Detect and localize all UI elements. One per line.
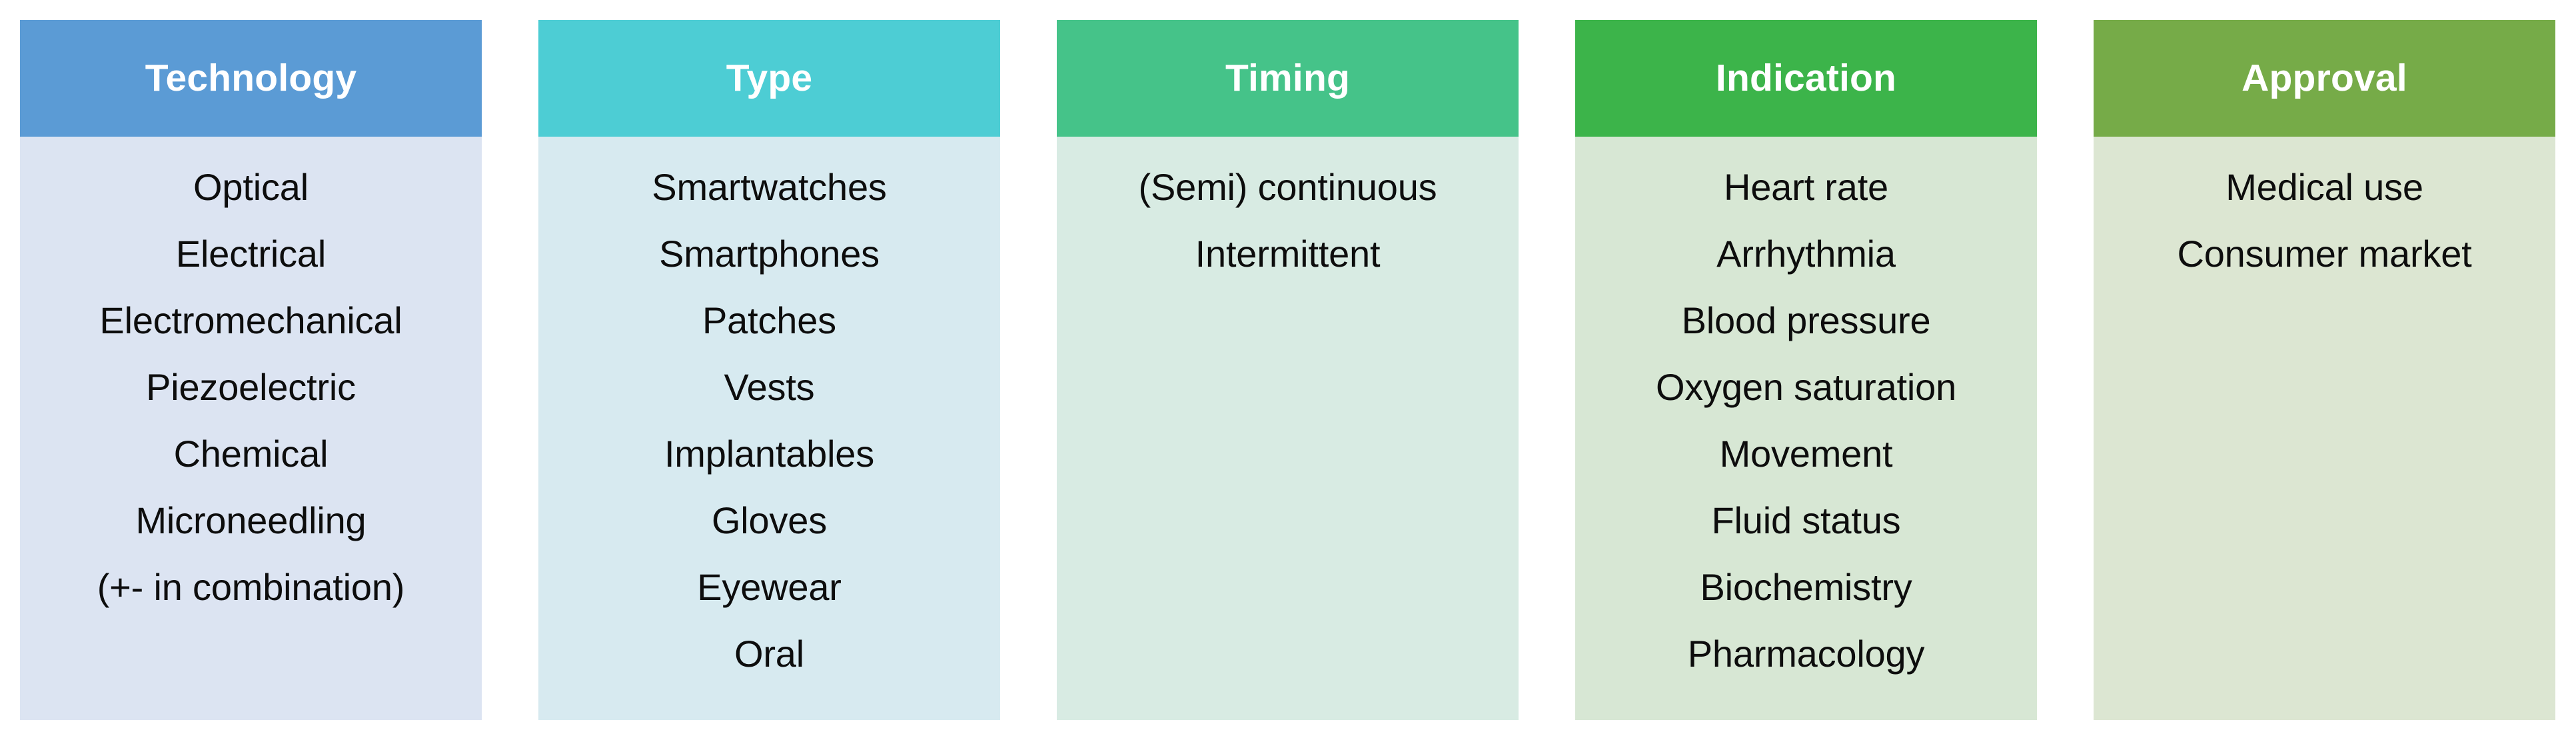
list-item: Movement xyxy=(1719,433,1893,475)
list-item: Smartwatches xyxy=(652,166,887,208)
list-item: Medical use xyxy=(2226,166,2423,208)
column-header-type: Type xyxy=(538,20,1000,137)
column-header-label: Approval xyxy=(2242,57,2407,99)
column-header-technology: Technology xyxy=(20,20,482,137)
list-item: Oxygen saturation xyxy=(1655,366,1957,408)
list-item: Piezoelectric xyxy=(146,366,356,408)
list-item: (+- in combination) xyxy=(97,566,405,608)
list-item: Electromechanical xyxy=(99,299,402,341)
column-header-timing: Timing xyxy=(1057,20,1519,137)
list-item: Optical xyxy=(193,166,309,208)
list-item: Intermittent xyxy=(1195,233,1381,275)
column-header-label: Timing xyxy=(1225,57,1350,99)
column-header-label: Indication xyxy=(1715,57,1897,99)
list-item: Fluid status xyxy=(1711,499,1901,541)
list-item: Arrhythmia xyxy=(1716,233,1896,275)
list-item: Heart rate xyxy=(1724,166,1888,208)
list-item: Smartphones xyxy=(659,233,880,275)
column-header-label: Technology xyxy=(145,57,357,99)
list-item: Chemical xyxy=(173,433,328,475)
list-item: Pharmacology xyxy=(1687,633,1925,675)
column-header-label: Type xyxy=(726,57,813,99)
column-header-approval: Approval xyxy=(2094,20,2555,137)
list-item: Eyewear xyxy=(697,566,842,608)
list-item: Microneedling xyxy=(135,499,366,541)
list-item: Blood pressure xyxy=(1681,299,1931,341)
list-item: Patches xyxy=(702,299,836,341)
list-item: (Semi) continuous xyxy=(1138,166,1437,208)
list-item: Consumer market xyxy=(2177,233,2472,275)
list-item: Vests xyxy=(724,366,815,408)
list-item: Biochemistry xyxy=(1700,566,1912,608)
list-item: Oral xyxy=(734,633,804,675)
list-item: Gloves xyxy=(711,499,828,541)
list-item: Electrical xyxy=(175,233,326,275)
list-item: Implantables xyxy=(664,433,875,475)
column-header-indication: Indication xyxy=(1575,20,2037,137)
